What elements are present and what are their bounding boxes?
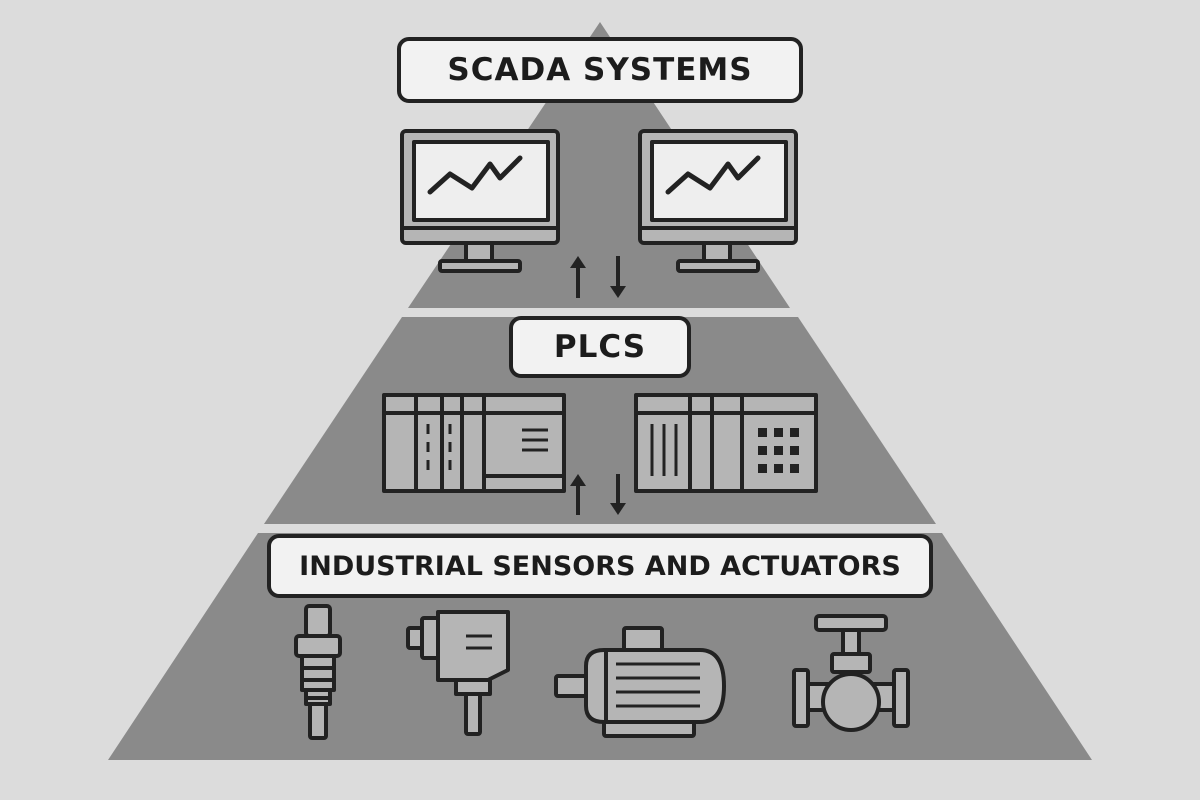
monitor-icon (400, 129, 560, 273)
tier-label-scada: SCADA SYSTEMS (397, 37, 803, 103)
transmitter-icon (406, 610, 510, 736)
plc-icon (382, 393, 566, 493)
bidirectional-arrow-icon (570, 474, 626, 515)
valve-icon (792, 614, 910, 732)
sensor-icon (294, 604, 342, 740)
tier-label-plcs: PLCS (509, 316, 691, 378)
motor-icon (554, 626, 726, 738)
tier-label-sensors-actuators: INDUSTRIAL SENSORS AND ACTUATORS (267, 534, 933, 598)
bidirectional-arrow-icon (570, 256, 626, 298)
monitor-icon (638, 129, 798, 273)
plc-icon (634, 393, 818, 493)
